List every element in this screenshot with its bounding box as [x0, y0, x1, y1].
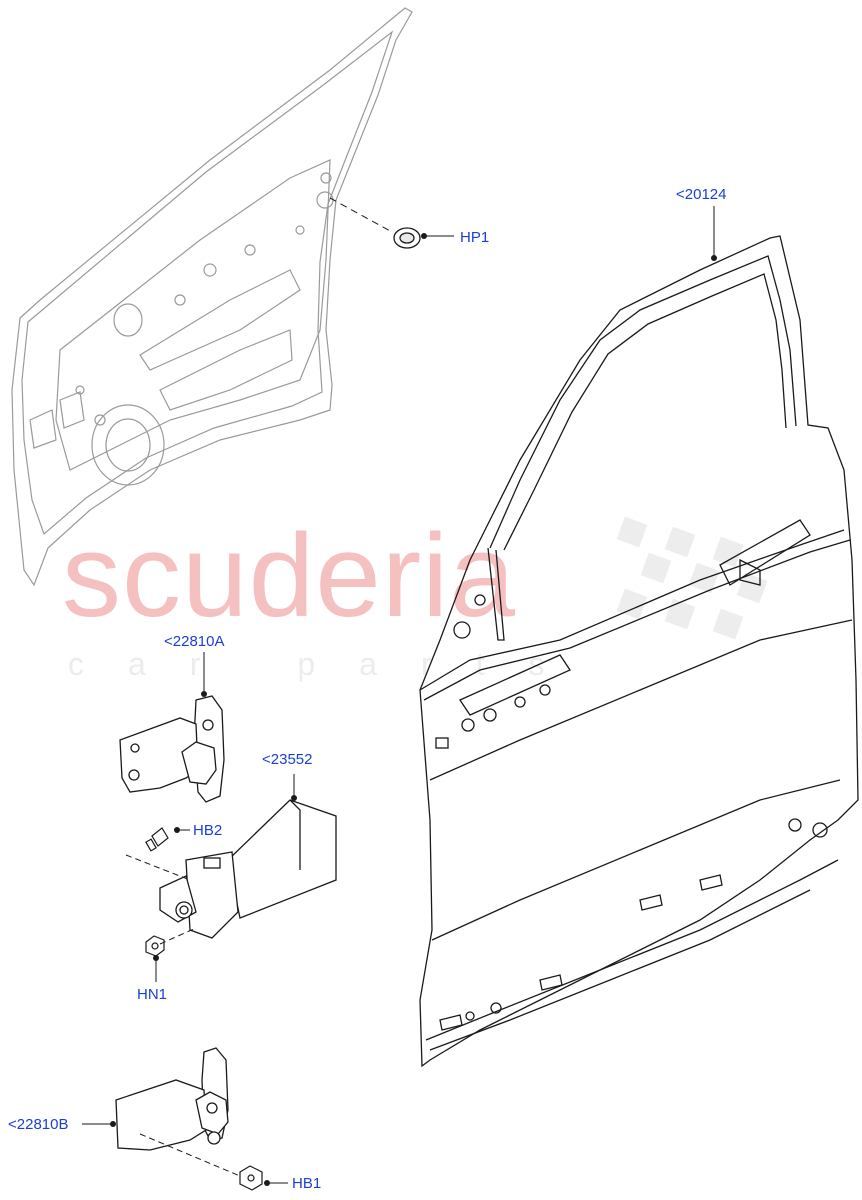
- leader-hb2-dash: [125, 854, 191, 881]
- callout-22810a[interactable]: <22810A: [164, 633, 225, 650]
- nut-hn1-part: [145, 935, 165, 957]
- plug-hp1-part: [393, 227, 421, 249]
- callout-hb1[interactable]: HB1: [292, 1175, 322, 1192]
- lower-hinge-22810b-part: [115, 1047, 229, 1151]
- bolt-hb2-part: [145, 827, 169, 852]
- callout-hp1[interactable]: HP1: [460, 229, 490, 246]
- callout-hn1[interactable]: HN1: [137, 986, 168, 1003]
- callout-20124[interactable]: <20124: [676, 186, 727, 203]
- front-door-shell-part: [419, 235, 859, 1068]
- door-check-23552-part: [159, 799, 337, 939]
- callout-23552[interactable]: <23552: [262, 751, 313, 768]
- leader-hn1-dash: [159, 927, 197, 945]
- watermark-flag-icon: [616, 516, 768, 640]
- door-inner-frame-ghost: [11, 7, 413, 587]
- callout-hb2[interactable]: HB2: [193, 822, 223, 839]
- leader-hb1-dash: [139, 1133, 241, 1177]
- leader-hp1-dash: [329, 197, 393, 233]
- bolt-hb1-part: [239, 1165, 263, 1191]
- callout-22810b[interactable]: <22810B: [8, 1116, 69, 1133]
- upper-hinge-22810a-part: [119, 695, 225, 803]
